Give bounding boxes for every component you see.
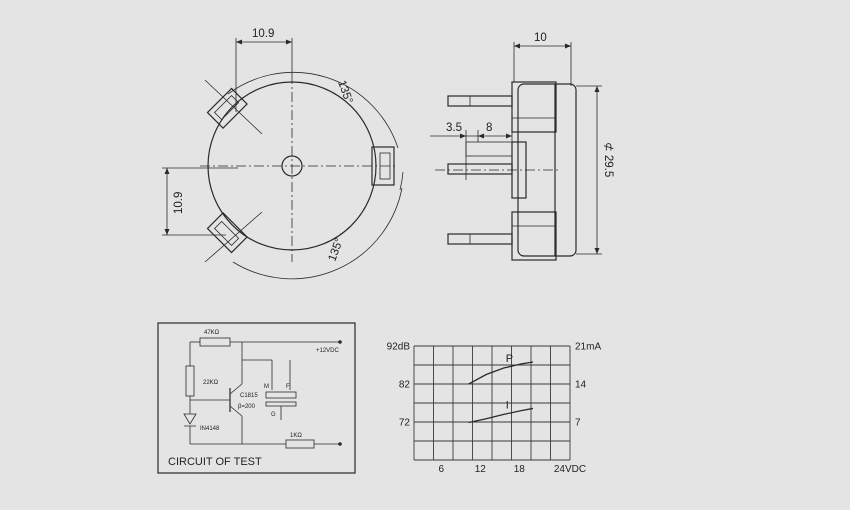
mounting-tab-top: [206, 87, 248, 129]
side-body: [517, 83, 577, 257]
dim-pin-b-label: 8: [486, 122, 492, 134]
supply-label: +12VDC: [316, 348, 340, 354]
series-label-p: P: [506, 353, 513, 365]
diode-label: IN4148: [200, 426, 220, 432]
dim-diameter-label: ⊄ 29.5: [602, 142, 614, 177]
y-right-tick-label: 14: [575, 380, 587, 391]
x-tick-label: 6: [439, 464, 445, 475]
transistor-emitter: [229, 405, 243, 417]
dim-pin-a-label: 3.5: [446, 122, 462, 134]
r3-label: 1KΩ: [290, 433, 302, 439]
dim-arrows: [514, 43, 571, 49]
buzzer-body: [207, 81, 377, 251]
angle-arc-top: [227, 71, 399, 149]
front-view: 10.9 10.9 135° 135°: [162, 28, 404, 280]
series-line-p: [468, 361, 534, 385]
dim-width-label: 10: [534, 32, 547, 44]
x-tick-label: 12: [475, 464, 487, 475]
pin-bottom: [447, 233, 513, 245]
angle-arc-right: [399, 171, 404, 191]
mounting-tab-bottom: [206, 212, 248, 254]
mounting-tab-right: [371, 146, 395, 186]
side-view: 3.5 8 10 ⊄ 29.5: [430, 32, 614, 261]
y-right-tick-label: 21mA: [575, 342, 601, 353]
response-chart: 92dB 82 72 21mA 14 7 6 12 18 24VDC P I: [387, 342, 602, 476]
y-left-tick-label: 92dB: [387, 342, 411, 353]
r1-label: 47KΩ: [204, 330, 220, 336]
chart-labels: 92dB 82 72 21mA 14 7 6 12 18 24VDC P I: [387, 342, 602, 476]
resistor-r2: [185, 365, 195, 397]
dim-arrows: [236, 39, 292, 45]
sound-hole: [281, 155, 303, 177]
pin-middle: [447, 163, 513, 175]
pin-extension: [465, 141, 513, 157]
pin-f-label: F: [286, 384, 290, 390]
transistor-collector: [229, 383, 243, 395]
diode-symbol: [183, 413, 197, 427]
dim-arrows: [460, 133, 512, 139]
y-left-tick-label: 72: [399, 418, 411, 429]
resistor-r1: [199, 337, 231, 347]
x-tick-label: 18: [514, 464, 526, 475]
terminal: [338, 340, 342, 344]
chart-series: [468, 361, 534, 424]
circuit-frame: [157, 322, 356, 474]
pin-top: [447, 95, 513, 107]
pin-g-label: G: [271, 412, 276, 418]
dim-left-label: 10.9: [173, 192, 185, 214]
y-left-tick-label: 82: [399, 380, 411, 391]
r2-label: 22KΩ: [203, 380, 219, 386]
buzzer-plate: [265, 391, 297, 399]
angle-leader: [204, 79, 263, 135]
side-boss-top: [511, 81, 557, 133]
circuit-title: CIRCUIT OF TEST: [168, 456, 262, 468]
y-right-tick-label: 7: [575, 418, 581, 429]
test-circuit: 47KΩ +12VDC 22KΩ IN4148 C1815 β=200 M F …: [157, 322, 356, 474]
pin-m-label: M: [264, 384, 269, 390]
transistor-label: C1815: [240, 393, 258, 399]
chart-grid: [413, 345, 571, 461]
series-label-i: I: [506, 399, 509, 411]
x-tick-label: 24VDC: [554, 464, 586, 475]
terminal: [338, 442, 342, 446]
angle-arc-bottom: [232, 187, 403, 280]
buzzer-plate: [265, 401, 297, 407]
series-line-i: [468, 407, 534, 424]
hfe-label: β=200: [238, 404, 256, 410]
angle-leader: [204, 211, 263, 263]
resistor-r3: [285, 439, 315, 449]
dim-top-label: 10.9: [252, 28, 274, 40]
